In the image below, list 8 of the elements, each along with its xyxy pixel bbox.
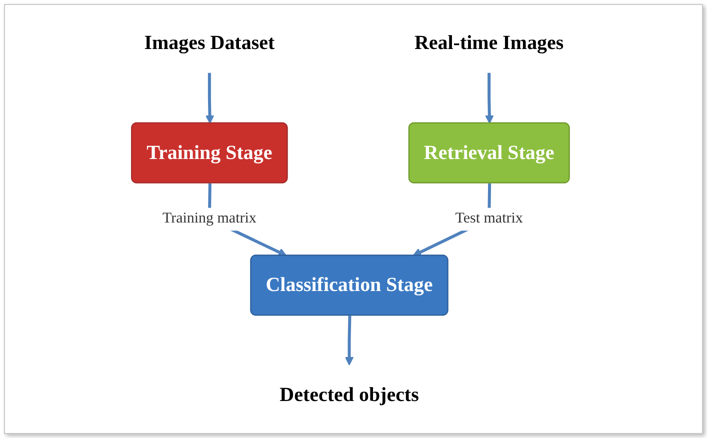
- node-text: Detected objects: [279, 384, 418, 406]
- arrow: [484, 72, 494, 124]
- arrow: [204, 72, 214, 124]
- node-text: Real-time Images: [414, 32, 564, 54]
- node-text: Images Dataset: [144, 32, 274, 54]
- edge-label: Test matrix: [454, 210, 522, 227]
- edge-label: Training matrix: [162, 210, 256, 227]
- arrow: [344, 316, 354, 366]
